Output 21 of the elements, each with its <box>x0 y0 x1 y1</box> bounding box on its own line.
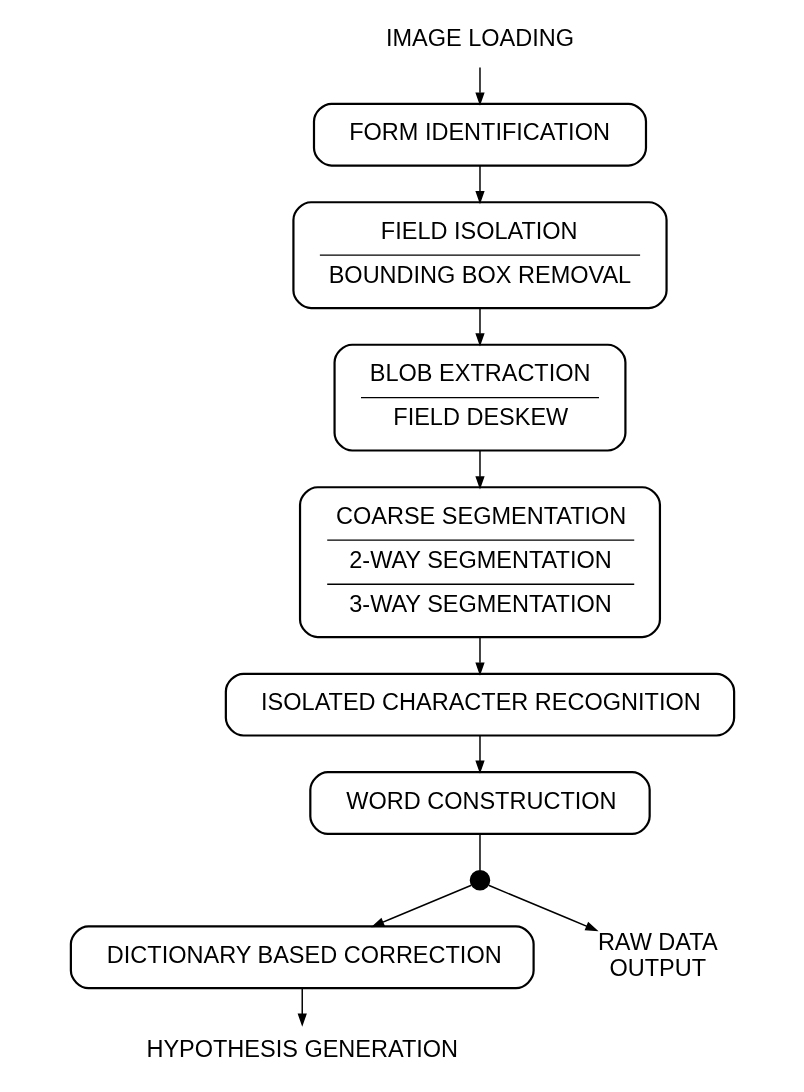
arrow <box>474 66 485 106</box>
node-text: HYPOTHESIS GENERATION <box>145 1035 458 1062</box>
arrow <box>297 987 307 1027</box>
node-box: FIELD ISOLATION BOUNDING BOX REMOVAL <box>291 201 668 310</box>
arrow <box>370 884 472 928</box>
arrow <box>474 636 485 676</box>
arrow <box>487 884 599 932</box>
node-box: WORD CONSTRUCTION <box>308 771 651 835</box>
node-box: COARSE SEGMENTATION 2-WAY SEGMENTATION 3-WAY SEGMENTATION <box>298 486 661 639</box>
arrow <box>474 307 485 347</box>
node-text: IMAGE LOADING <box>385 25 574 52</box>
arrow <box>474 735 485 774</box>
node-box: FORM IDENTIFICATION <box>312 102 647 167</box>
arrow <box>474 165 485 205</box>
arrow <box>474 449 485 490</box>
connector <box>478 833 481 871</box>
node-box: ISOLATED CHARACTER RECOGNITION <box>224 672 735 737</box>
node-box: BLOB EXTRACTION FIELD DESKEW <box>332 343 626 452</box>
node-text: RAW DATA OUTPUT <box>597 928 718 982</box>
node-circle <box>469 869 490 891</box>
node-box: DICTIONARY BASED CORRECTION <box>69 925 535 990</box>
